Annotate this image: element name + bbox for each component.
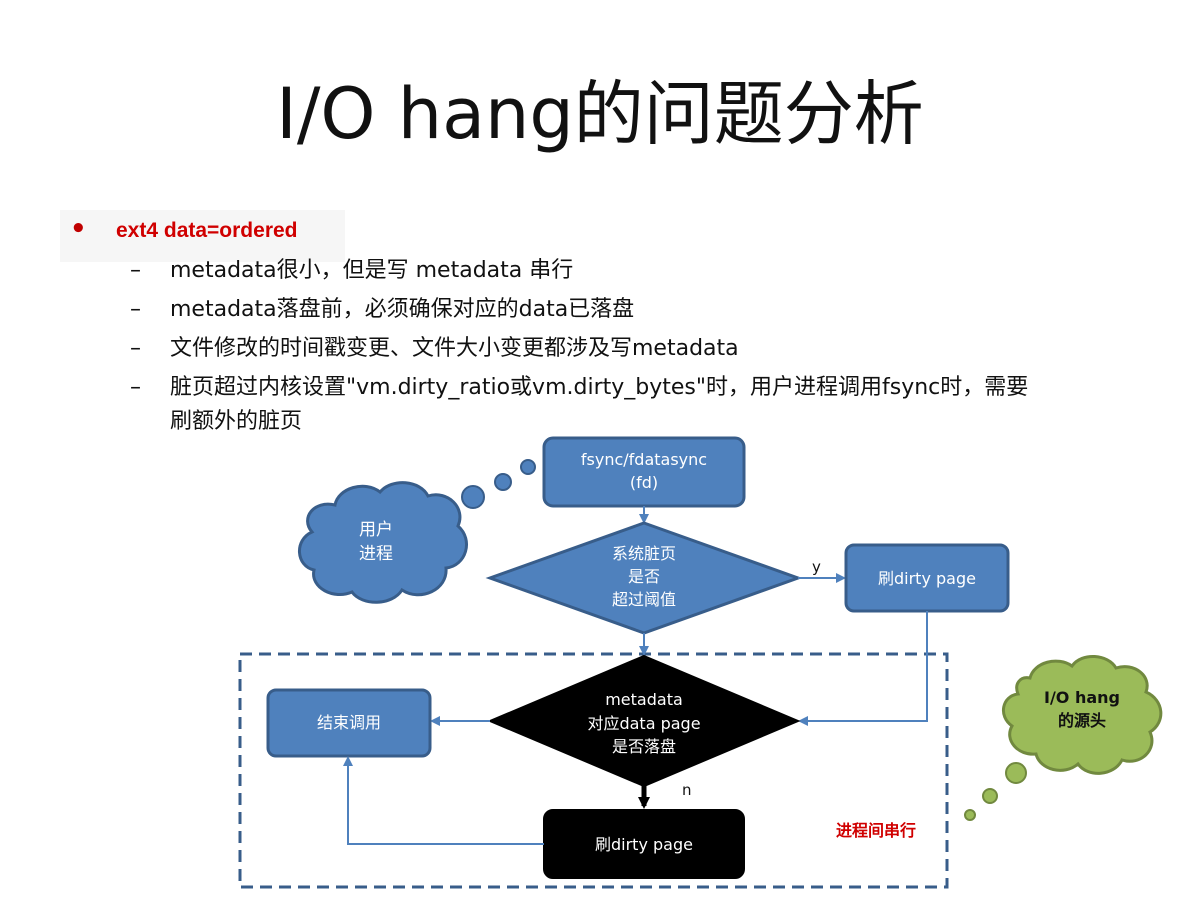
- thought-bubble-dot: [494, 473, 512, 491]
- serial-region-border: [238, 652, 949, 889]
- flush-dirty-top-box: 刷dirty page: [844, 543, 1010, 613]
- arrow-flush-to-decision2: [798, 611, 928, 726]
- decision2-line1: metadata: [605, 690, 683, 709]
- sub-bullet-text-continued: 刷额外的脏页: [170, 409, 303, 434]
- cloud-user-line2: 进程: [359, 544, 393, 564]
- bullet-marker: •: [70, 214, 87, 244]
- page-title: I/O hang的问题分析: [276, 73, 924, 155]
- flush-dirty-bottom-box: 刷dirty page: [543, 809, 745, 879]
- label-y: y: [812, 558, 821, 576]
- dash-marker: –: [130, 258, 141, 283]
- end-call-label: 结束调用: [317, 713, 381, 732]
- dash-marker: –: [130, 375, 141, 400]
- sub-bullet-text: 脏页超过内核设置"vm.dirty_ratio或vm.dirty_bytes"时…: [170, 375, 1029, 400]
- dash-marker: –: [130, 336, 141, 361]
- thought-bubble-dot: [461, 485, 485, 509]
- decision2-line3: 是否落盘: [612, 737, 676, 756]
- thought-bubble-dot: [964, 809, 976, 821]
- decision-dirty-threshold: 系统脏页 是否 超过阈值: [485, 521, 803, 635]
- cloud-user-line1: 用户: [359, 520, 393, 540]
- fsync-box: fsync/fdatasync (fd): [542, 436, 746, 508]
- arrow-flush-to-end-call: [343, 756, 544, 845]
- dash-marker: –: [130, 297, 141, 322]
- thought-bubble-dot: [1005, 762, 1027, 784]
- flush-dirty-bottom-label: 刷dirty page: [595, 835, 693, 854]
- thought-bubble-dot: [520, 459, 536, 475]
- decision1-line2: 是否: [628, 567, 660, 586]
- decision1-line3: 超过阈值: [612, 590, 676, 609]
- sub-bullet-text: 文件修改的时间戳变更、文件大小变更都涉及写metadata: [170, 336, 739, 361]
- label-n: n: [682, 781, 692, 799]
- serial-label: 进程间串行: [836, 821, 916, 840]
- cloud-hang-line2: 的源头: [1058, 711, 1106, 730]
- decision1-line1: 系统脏页: [612, 544, 676, 563]
- sub-bullet-text: metadata落盘前，必须确保对应的data已落盘: [170, 297, 635, 322]
- cloud-hang-line1: I/O hang: [1044, 688, 1120, 707]
- fsync-label-line1: fsync/fdatasync: [581, 450, 707, 469]
- decision2-line2: 对应data page: [587, 714, 700, 733]
- thought-bubble-dot: [982, 788, 998, 804]
- io-hang-cloud: I/O hang 的源头: [1002, 655, 1163, 775]
- bullet-main: ext4 data=ordered: [116, 219, 298, 242]
- sub-bullet-text: metadata很小，但是写 metadata 串行: [170, 258, 574, 283]
- decision-metadata-flushed: metadata 对应data page 是否落盘: [487, 654, 801, 788]
- fsync-label-line2: (fd): [630, 473, 658, 492]
- flush-dirty-top-label: 刷dirty page: [878, 569, 976, 588]
- user-process-cloud: 用户 进程: [298, 481, 468, 604]
- bullet-highlight: [60, 210, 345, 262]
- end-call-box: 结束调用: [266, 688, 432, 758]
